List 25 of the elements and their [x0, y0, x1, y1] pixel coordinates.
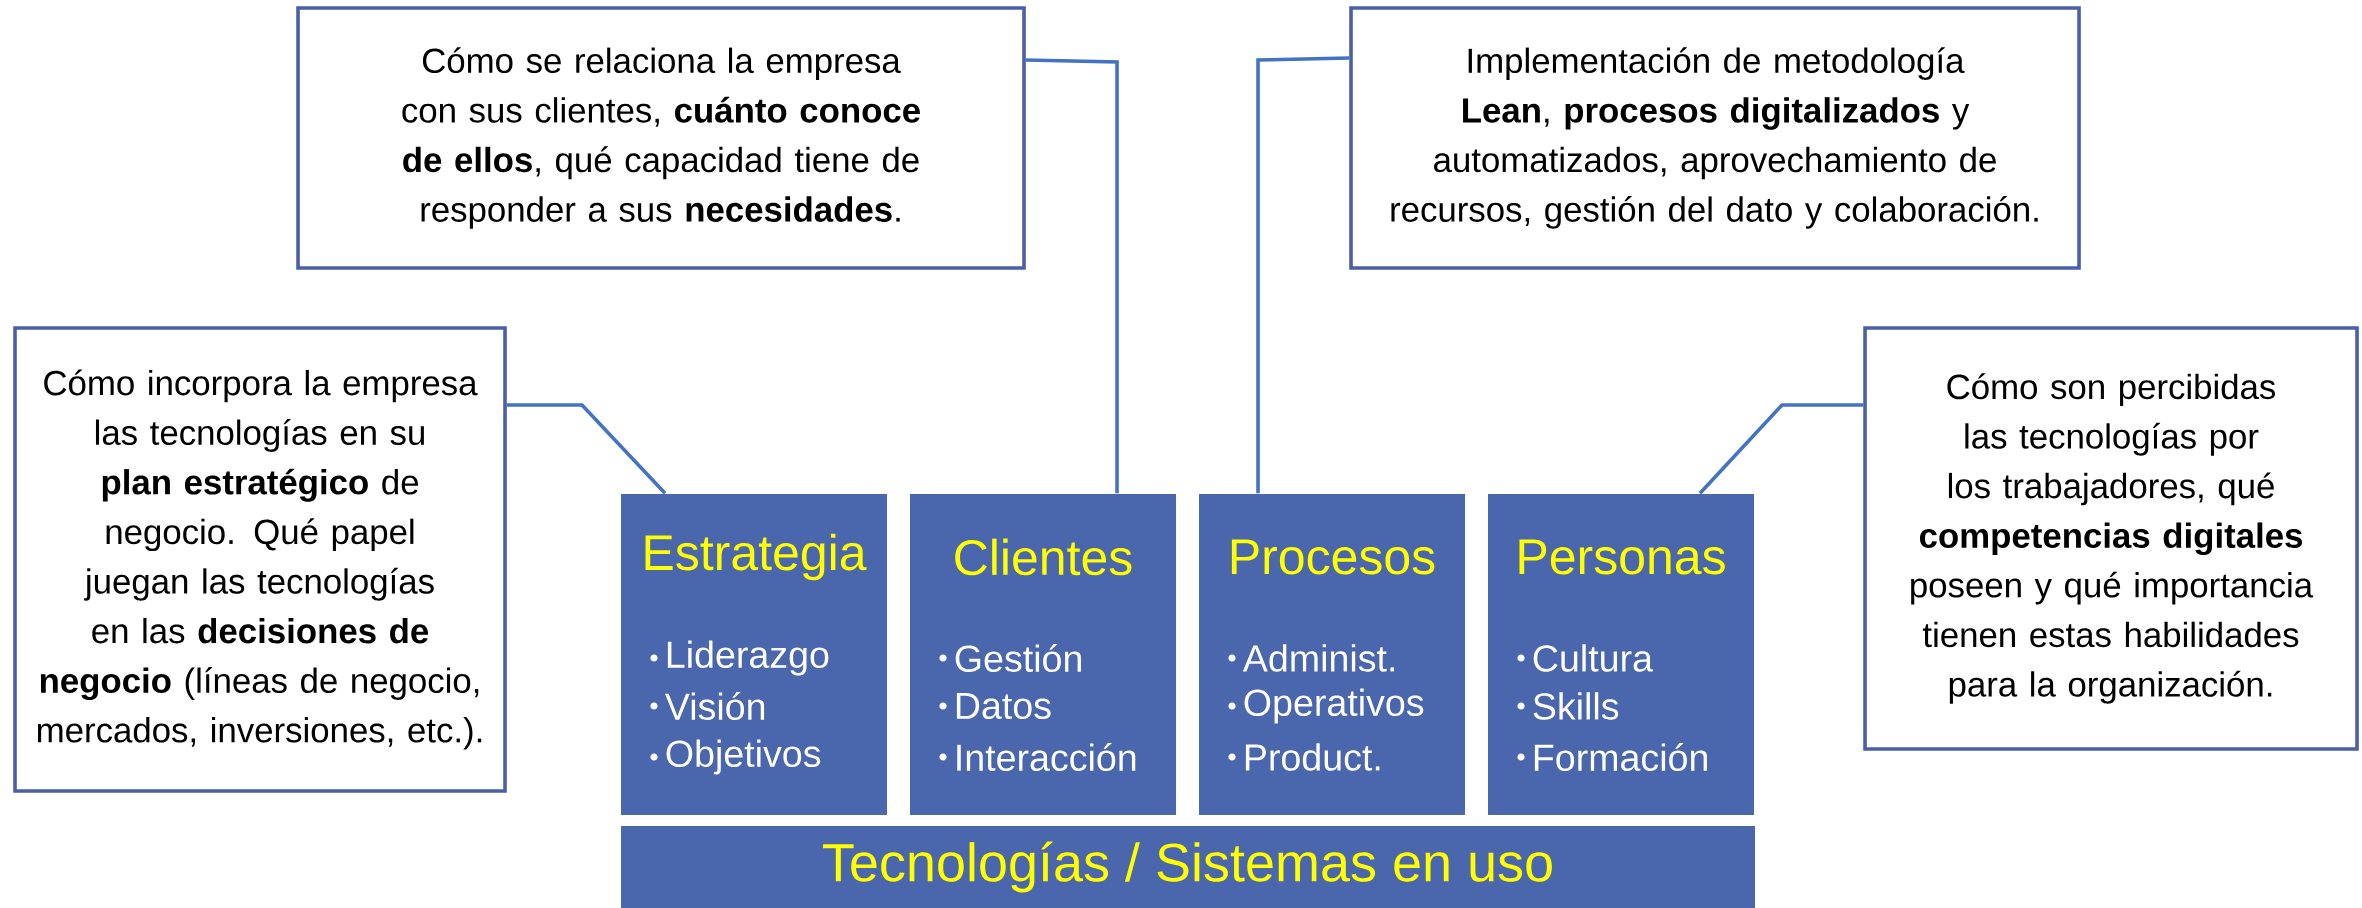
leader-line — [1025, 58, 1119, 494]
leader-line — [1698, 403, 1864, 495]
block-heading: Procesos — [1231, 539, 1435, 575]
block-heading: Estrategia — [645, 533, 867, 581]
list-item: Cultura — [1533, 644, 1653, 672]
list-item: Interacción — [957, 743, 1136, 772]
list-item: Visión — [665, 692, 765, 721]
list-item: Objetivos — [666, 739, 821, 775]
list-item: Liderazgo — [667, 640, 829, 676]
base-bar: Tecnologías / Sistemas en uso — [621, 826, 1756, 908]
list-item: Skills — [1533, 692, 1619, 720]
text-box: Cómo incorpora la empresa las tecnologías en su plan estratégico de negocio. Qué papel juegan las tecnologías en las decisiones de negocio (líneas de negocio, mercados, inversiones, etc.). — [13, 326, 507, 793]
list-item: Formación — [1534, 743, 1707, 772]
text-box: Cómo son percibidas las tecnologías por los trabajadores, qué competencias digitales poseen y qué importancia tienen estas habilidades para la organización. — [1863, 326, 2359, 751]
list-item: Datos — [956, 692, 1051, 720]
list-item: Operativos — [1244, 688, 1424, 724]
leader-line — [506, 403, 667, 495]
list-item: Gestión — [955, 644, 1081, 673]
text-box: Cómo se relaciona la empresa con sus clientes, cuánto conoce de ellos, qué capacidad tiene de responder a sus necesidades. — [296, 6, 1026, 270]
leader-line — [1256, 56, 1350, 494]
list-item: Product. — [1245, 743, 1380, 771]
block-heading: Clientes — [955, 538, 1132, 576]
list-item: Administ. — [1242, 644, 1394, 672]
text-box: Implementación de metodología Lean, procesos digitalizados y automatizados, aprovechamiento de recursos, gestión del dato y colaboración. — [1349, 6, 2081, 270]
block-heading: Personas — [1519, 539, 1725, 575]
